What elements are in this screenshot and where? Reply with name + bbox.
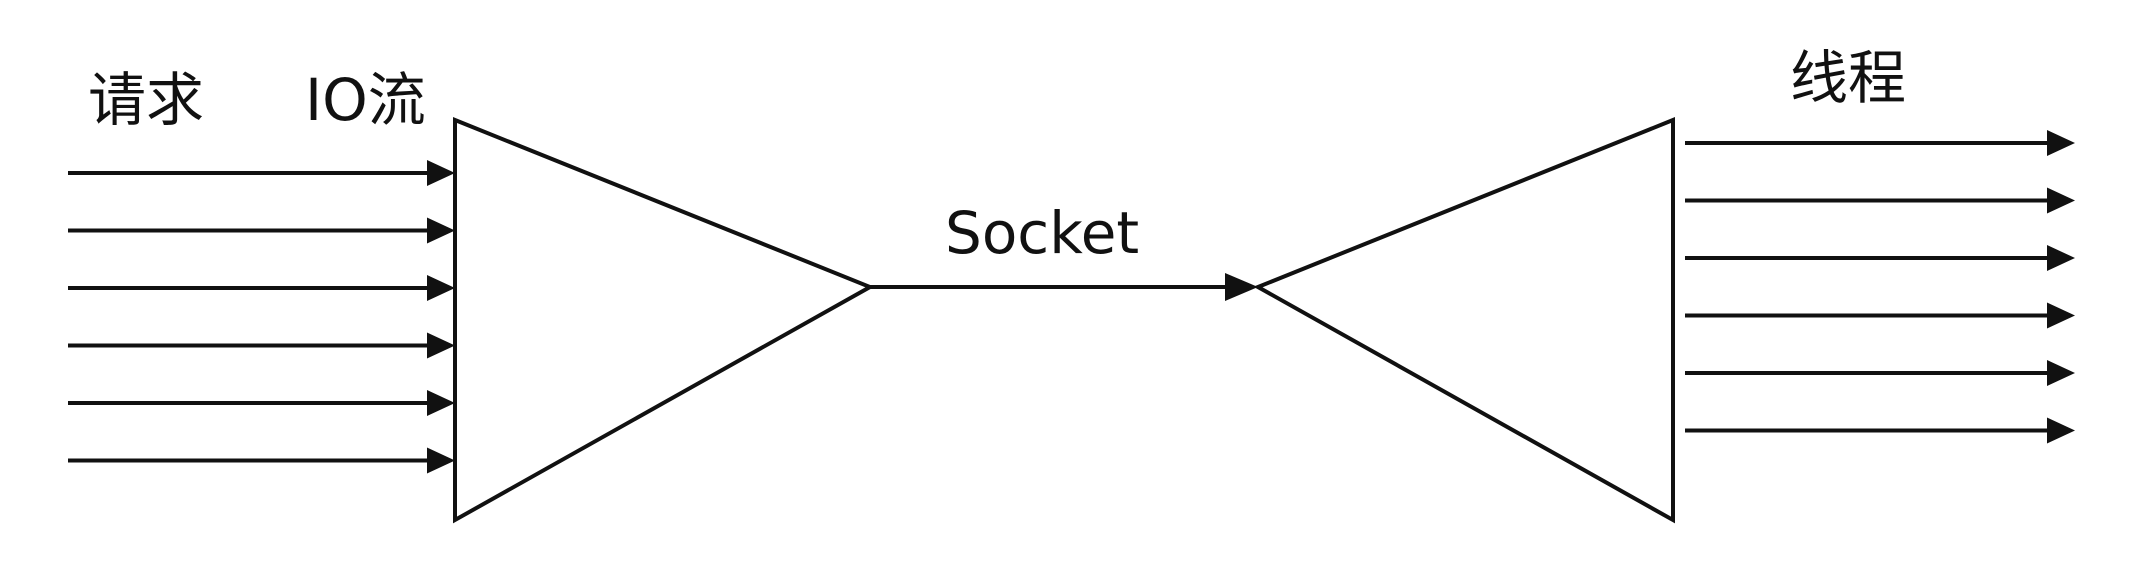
outgoing-arrow-1 [1685,130,2075,156]
incoming-arrows [68,160,455,474]
incoming-arrow-2 [68,217,455,244]
outgoing-arrow-1-head [2047,130,2075,156]
outgoing-arrow-4-head [2047,302,2075,329]
outgoing-arrow-3 [1685,245,2075,271]
outgoing-arrows [1685,130,2075,444]
incoming-arrow-3 [68,275,455,301]
incoming-arrow-3-head [427,275,455,301]
incoming-arrow-6-head [427,447,455,474]
socket-arrow-head [1225,273,1258,301]
io-stream-label: IO流 [305,66,426,134]
incoming-arrow-1-head [427,160,455,186]
outgoing-arrow-2 [1685,187,2075,214]
requests-label: 请求 [88,66,204,134]
outgoing-arrow-6 [1685,417,2075,444]
threads-label: 线程 [1790,44,1906,112]
outgoing-arrow-2-head [2047,187,2075,214]
incoming-arrow-4-head [427,332,455,359]
incoming-arrow-5-head [427,390,455,416]
outgoing-arrow-3-head [2047,245,2075,271]
outgoing-arrow-6-head [2047,417,2075,444]
multiplexer-funnel [453,117,875,524]
outgoing-arrow-5 [1685,360,2075,386]
incoming-arrow-2-head [427,217,455,244]
socket-label: Socket [945,199,1139,267]
incoming-arrow-5 [68,390,455,416]
socket-arrow [870,273,1258,301]
incoming-arrow-1 [68,160,455,186]
incoming-arrow-4 [68,332,455,359]
outgoing-arrow-4 [1685,302,2075,329]
outgoing-arrow-5-head [2047,360,2075,386]
incoming-arrow-6 [68,447,455,474]
demultiplexer-funnel [1253,117,1675,524]
